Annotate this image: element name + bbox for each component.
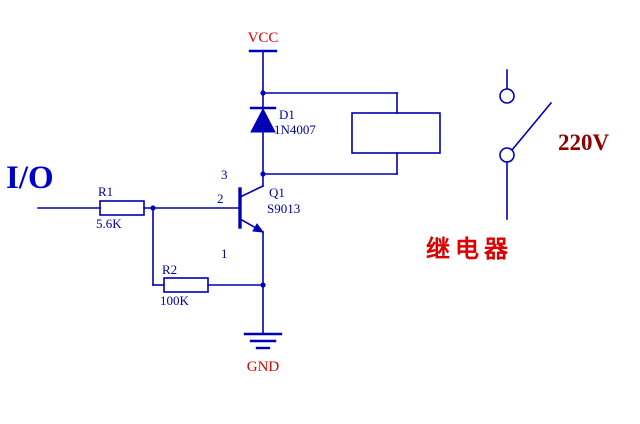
- r1-body: [99, 200, 145, 216]
- relay-switch-contact: 220V: [499, 69, 610, 220]
- d1-value-label: 1N4007: [274, 122, 316, 137]
- relay-caption: 继电器: [426, 235, 513, 263]
- resistor-r2: R2 100K: [152, 207, 266, 308]
- switch-blade: [510, 101, 553, 152]
- transistor-emitter-arrow: [252, 223, 265, 233]
- switch-top-terminal: [499, 88, 515, 104]
- diode-d1: D1 1N4007: [249, 106, 316, 137]
- q1-pin2-label: 2: [217, 191, 224, 206]
- q1-ref-label: Q1: [269, 185, 285, 200]
- junction-dot-bottom: [260, 171, 266, 177]
- gnd-label: GND: [247, 359, 280, 375]
- io-label: I/O: [6, 160, 54, 196]
- d1-ref-label: D1: [279, 107, 295, 122]
- diode-triangle: [250, 107, 276, 133]
- q1-pin1-label: 1: [221, 246, 228, 261]
- r2-value-label: 100K: [160, 293, 190, 308]
- junction-dot-top: [260, 90, 266, 96]
- r2-body: [163, 277, 209, 293]
- r1-ref-label: R1: [98, 184, 113, 199]
- transistor-collector-lead: [238, 184, 265, 199]
- q1-value-label: S9013: [267, 201, 300, 216]
- r1-value-label: 5.6K: [96, 216, 122, 231]
- resistor-r1: R1 5.6K: [37, 184, 241, 231]
- ground-symbol: GND: [243, 332, 283, 375]
- mains-voltage-label: 220V: [558, 130, 610, 155]
- q1-pin3-label: 3: [221, 167, 228, 182]
- transistor-q1: Q1 S9013 3 2 1: [217, 167, 300, 261]
- switch-bottom-terminal: [499, 147, 515, 163]
- vcc-label: VCC: [248, 30, 279, 46]
- r2-ref-label: R2: [162, 262, 177, 277]
- relay-coil-rect: [351, 112, 441, 154]
- relay-coil: [260, 90, 441, 177]
